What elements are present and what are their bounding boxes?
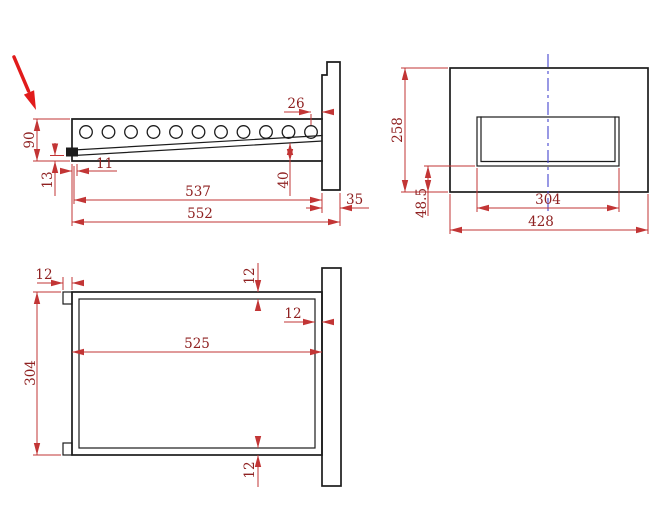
dim-opening-to-base: 48.5	[414, 165, 475, 218]
rod-upper-line	[73, 134, 323, 151]
dim-body-length: 537	[73, 166, 323, 213]
dim-label: 304	[535, 192, 561, 208]
dim-overall-depth: 304	[23, 291, 61, 456]
hole	[146, 125, 161, 139]
side-hole-row	[79, 125, 318, 139]
dim-right-drop: 40	[276, 143, 294, 196]
plan-inner-wall	[78, 298, 316, 449]
plan-bottom-tab	[62, 442, 73, 456]
dim-label: 258	[390, 117, 406, 143]
hole	[236, 125, 251, 139]
dim-right-wall: 12	[284, 306, 334, 326]
hole	[169, 125, 183, 139]
dim-hole-to-flange: 26	[284, 96, 334, 125]
dim-flange-depth: 35	[306, 192, 369, 212]
hole	[101, 125, 116, 139]
front-view: 258 48.5 304 428	[390, 54, 649, 234]
dim-label: 428	[528, 214, 554, 230]
dim-top-wall: 12	[242, 263, 262, 311]
dim-bottom-wall: 12	[242, 436, 262, 487]
hole	[214, 125, 228, 139]
plan-top-tab	[62, 291, 73, 305]
dim-label: 13	[40, 171, 56, 188]
dim-rod-inset: 11	[60, 156, 117, 176]
dim-bottom-lip: 13	[40, 143, 64, 196]
hole	[79, 125, 93, 139]
dim-label: 35	[346, 192, 363, 208]
callout-arrow-head	[23, 90, 36, 110]
dim-end-height: 90	[22, 118, 70, 162]
dim-opening-width: 304	[476, 168, 620, 212]
dim-label: 12	[242, 267, 258, 284]
dim-tab-width: 12	[35, 267, 84, 290]
hole	[259, 125, 273, 139]
dim-label: 12	[284, 306, 301, 322]
plan-flange-bar	[321, 267, 342, 487]
dim-overall-length: 552	[71, 165, 341, 226]
dim-label: 26	[287, 96, 304, 112]
side-view: 26 90 13 11 537	[22, 61, 369, 226]
dim-label: 304	[23, 360, 39, 386]
callout-arrow-shaft	[12, 55, 31, 93]
dim-label: 537	[185, 184, 211, 200]
hole	[304, 125, 318, 139]
dim-label: 40	[276, 171, 292, 188]
dim-overall-height: 258	[390, 67, 448, 193]
side-flange-outline	[321, 61, 341, 191]
rod-lower-line	[73, 140, 323, 157]
dim-label: 48.5	[414, 188, 430, 218]
front-outer-outline	[449, 67, 649, 193]
dim-label: 12	[242, 461, 258, 478]
hole	[191, 125, 206, 139]
dim-overall-width: 428	[449, 194, 649, 234]
dim-label: 552	[187, 206, 213, 222]
dim-label: 90	[22, 131, 38, 148]
side-body-outline	[71, 118, 323, 162]
front-opening-outline	[476, 116, 620, 167]
rod-end-block	[66, 147, 78, 157]
dim-label: 11	[96, 156, 113, 172]
dim-inner-length: 525	[72, 336, 322, 356]
hole	[281, 125, 296, 139]
dim-label: 12	[35, 267, 52, 283]
callout-arrow-icon	[12, 55, 36, 110]
plan-view: 12 12 12 304 525 12	[23, 263, 342, 487]
hole	[124, 125, 138, 139]
dim-label: 525	[184, 336, 210, 352]
